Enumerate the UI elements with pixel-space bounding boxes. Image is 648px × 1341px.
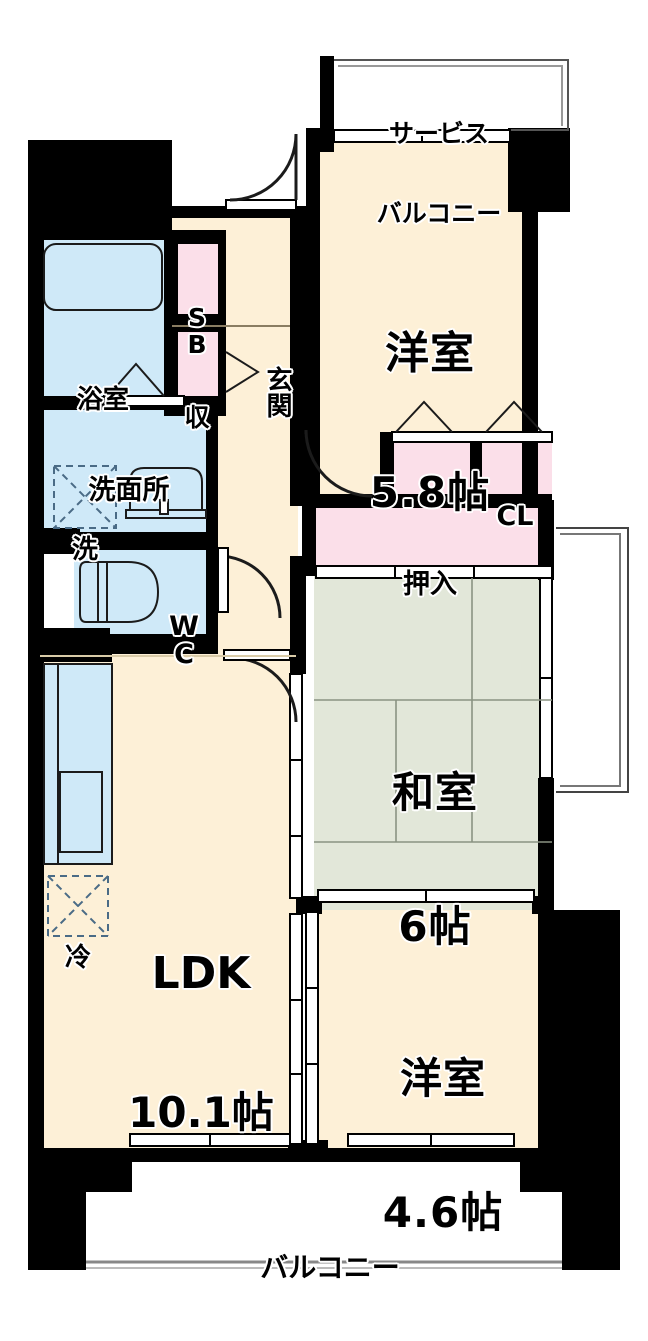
wall-wr1-left xyxy=(306,140,320,500)
label-western-room-1: 洋室 5.8帖 xyxy=(330,238,530,609)
wall-toilet-right xyxy=(206,550,218,634)
label-balcony: バルコニー xyxy=(150,1194,510,1341)
wall-entrance-top xyxy=(170,206,306,218)
wall-balcony-mid-left xyxy=(28,1148,132,1192)
label-japanese-room-size: 6帖 xyxy=(398,901,472,951)
label-service-balcony-line2: バルコニー xyxy=(376,198,502,228)
label-service-balcony-line1: サービス xyxy=(388,119,489,148)
wall-jr-wr2-divider-left xyxy=(296,896,322,914)
wall-sb-right xyxy=(218,230,226,416)
wall-wr1-bottom xyxy=(306,494,552,508)
label-ldk: LDK 10.1帖 xyxy=(106,858,296,1229)
label-western-room-2-name: 洋室 xyxy=(399,1054,486,1104)
label-toilet: W C xyxy=(160,556,208,726)
wall-washroom-bottom xyxy=(38,532,218,550)
label-ldk-name: LDK xyxy=(151,948,251,1000)
wall-sb-balcony-left xyxy=(320,56,334,140)
wall-sb-top xyxy=(164,230,226,244)
label-bath: 浴室 xyxy=(44,332,162,470)
label-fridge: 冷 xyxy=(50,890,106,1028)
wall-jr-left xyxy=(290,648,306,674)
kitchen-counter-fill xyxy=(44,664,112,864)
label-storage-text: 収 xyxy=(184,403,210,432)
label-entrance-text: 玄関 xyxy=(262,366,292,418)
wall-hall-right-lower xyxy=(290,556,306,666)
label-western-room-1-name: 洋室 xyxy=(385,328,475,380)
door-swing-entrance xyxy=(229,133,298,202)
wall-hall-right-upper xyxy=(290,216,306,506)
shoe-box-fill xyxy=(176,244,218,314)
wall-jr-right-lower xyxy=(538,778,554,910)
label-western-room-2-size: 4.6帖 xyxy=(382,1187,504,1237)
wall-ldk-door-stub xyxy=(288,1140,328,1162)
label-japanese-room-name: 和室 xyxy=(391,768,478,818)
label-storage: 収 xyxy=(176,352,218,485)
label-washroom: 洗面所 xyxy=(46,420,212,563)
wall-top-left-block xyxy=(28,140,172,240)
label-cl-closet-text: CL xyxy=(496,501,534,533)
label-service-balcony: サービス バルコニー xyxy=(334,68,544,280)
wall-wr2-right xyxy=(538,896,554,1158)
label-cl-closet: CL xyxy=(484,446,546,589)
label-entrance: 玄関 xyxy=(238,246,316,418)
wall-balcony-mid-right xyxy=(520,1148,620,1192)
wall-cl-divider xyxy=(470,440,482,498)
label-washroom-text: 洗面所 xyxy=(88,475,170,507)
wall-wr1-top-right xyxy=(508,128,570,212)
label-western-room-2: 洋室 4.6帖 xyxy=(348,968,538,1324)
wall-cl-left xyxy=(380,432,394,498)
label-washer: 洗 xyxy=(56,482,114,620)
label-western-room-1-size: 5.8帖 xyxy=(369,468,491,518)
label-washer-text: 洗 xyxy=(71,535,98,566)
storage-fill xyxy=(176,332,218,402)
label-japanese-room: 和室 6帖 xyxy=(340,682,530,1038)
wall-kitchen-top xyxy=(38,648,112,662)
wall-oshiire-left xyxy=(302,500,316,576)
label-ldk-size: 10.1帖 xyxy=(128,1088,274,1138)
label-shoe-box-text: S B xyxy=(187,303,207,359)
oshiire-fill xyxy=(314,506,552,570)
label-fridge-text: 冷 xyxy=(64,943,91,974)
label-toilet-text: W C xyxy=(169,610,199,671)
label-balcony-text: バルコニー xyxy=(260,1251,400,1285)
label-oshiire: 押入 xyxy=(330,514,530,657)
wall-washroom-right xyxy=(206,410,218,532)
label-bath-text: 浴室 xyxy=(76,385,129,416)
wall-sb-bottom xyxy=(164,314,226,332)
wall-oshiire-right xyxy=(538,500,554,576)
label-shoe-box: S B xyxy=(176,250,218,412)
bay-window-area xyxy=(560,525,630,795)
wall-plan-right-lower xyxy=(554,910,620,1158)
japanese-room-floor xyxy=(314,570,552,910)
western-room-2-floor xyxy=(306,910,552,1150)
label-oshiire-text: 押入 xyxy=(403,569,457,601)
